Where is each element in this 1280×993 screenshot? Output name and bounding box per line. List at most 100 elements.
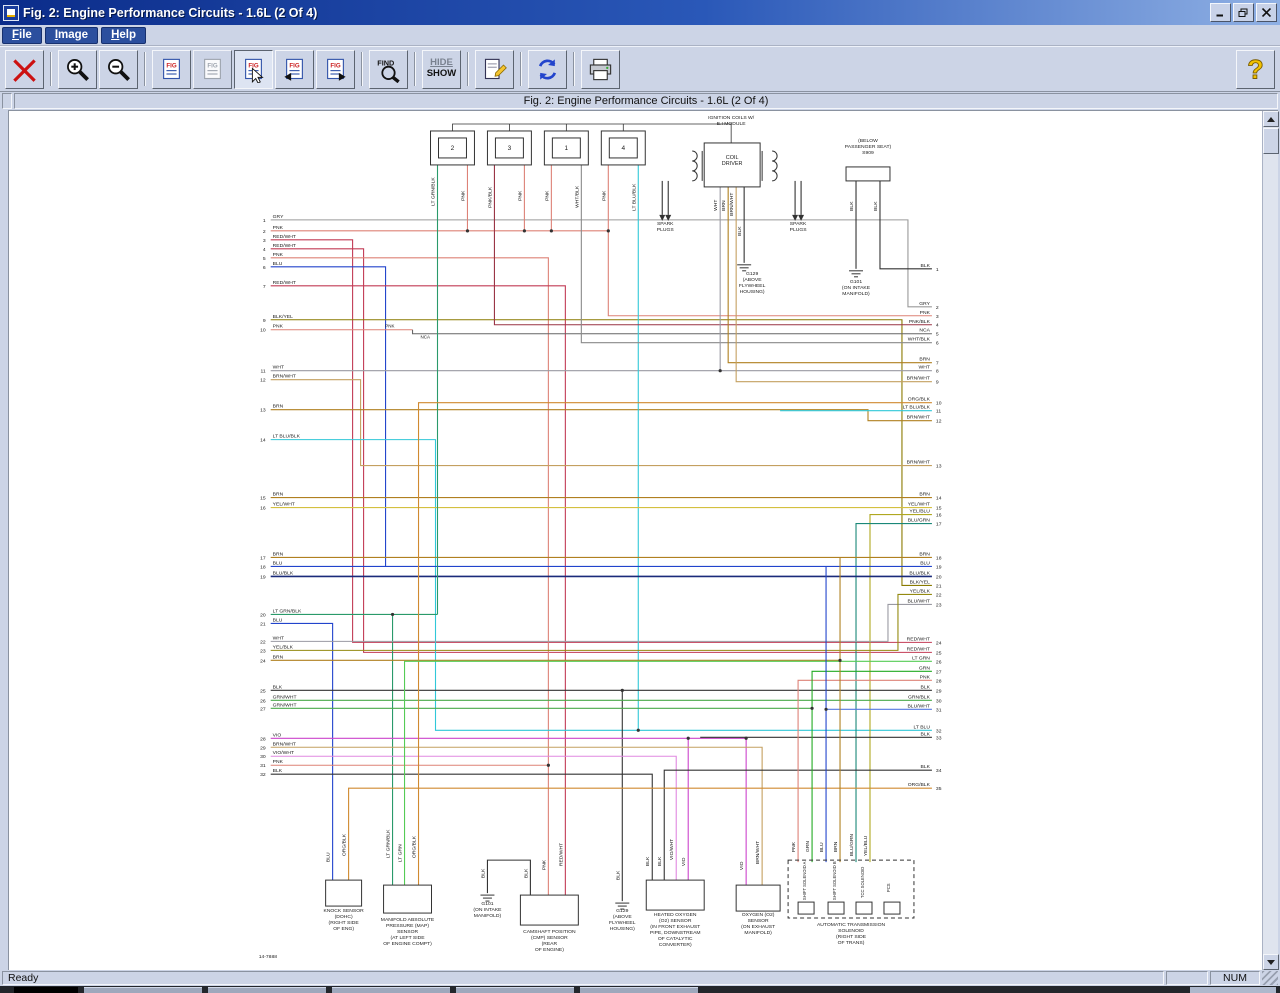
wire-color-label: YEL/WHT — [908, 502, 930, 508]
vertical-scrollbar[interactable] — [1262, 111, 1278, 970]
diagram-text: SHIFT SOLENOID B — [832, 861, 837, 900]
menu-file[interactable]: File — [2, 27, 42, 44]
close-figure-button[interactable] — [5, 50, 44, 89]
wire-color-label: WHT — [273, 365, 284, 371]
pin-number: 27 — [936, 669, 942, 675]
junction-dot — [391, 613, 394, 616]
show-label: SHOW — [427, 69, 457, 80]
previous-figure-button[interactable]: FIG — [275, 50, 314, 89]
wire-color-label: BLU/WHT — [907, 703, 929, 709]
junction-dot — [637, 729, 640, 732]
pin-number: 21 — [936, 583, 942, 589]
pin-number: 17 — [260, 555, 266, 561]
pin-number: 7 — [936, 361, 939, 367]
taskbar-window-button[interactable] — [456, 987, 574, 993]
help-button[interactable]: ? — [1236, 50, 1275, 89]
diagram-text: BLK — [849, 201, 855, 211]
minimize-button[interactable] — [1210, 3, 1231, 22]
pin-number: 28 — [260, 736, 266, 742]
find-button[interactable]: FIND — [369, 50, 408, 89]
close-button[interactable] — [1256, 3, 1277, 22]
menu-help[interactable]: Help — [101, 27, 146, 44]
taskbar-window-button[interactable] — [580, 987, 698, 993]
fig-icon: FIG — [158, 56, 185, 83]
pin-number: 22 — [260, 639, 266, 645]
restore-button[interactable] — [1233, 3, 1254, 22]
transformer-coil-icon — [692, 151, 697, 181]
pin-number: 12 — [936, 419, 942, 425]
pin-number: 13 — [260, 408, 266, 414]
wire-color-label: GRN/WHT — [273, 702, 297, 708]
pin-number: 33 — [936, 735, 942, 741]
wire-pnk-blk — [494, 165, 931, 325]
taskbar-start-button[interactable] — [14, 987, 78, 993]
toolbar-separator — [144, 52, 146, 86]
pin-number: 11 — [936, 409, 941, 415]
coil-number: 3 — [508, 145, 512, 152]
menu-image[interactable]: Image — [45, 27, 98, 44]
window-title: Fig. 2: Engine Performance Circuits - 1.… — [23, 6, 1208, 20]
diagram-text: LT BLU/BLK — [631, 183, 637, 211]
pin-number: 17 — [936, 522, 942, 528]
wire-blk — [452, 124, 731, 143]
toolbar: FIGFIGFIGFIGFIGFINDHIDESHOW? — [0, 46, 1280, 92]
refresh-button[interactable] — [528, 50, 567, 89]
wire-blk — [880, 181, 932, 269]
scroll-up-button[interactable] — [1263, 111, 1279, 127]
caption-left-cell — [2, 93, 12, 109]
zoom-out-button[interactable] — [99, 50, 138, 89]
taskbar-window-button[interactable] — [208, 987, 326, 993]
pin-number: 29 — [936, 688, 942, 694]
menu-bar: FileImageHelp — [0, 25, 1280, 46]
diagram-text: ORG/BLK — [342, 833, 348, 856]
wire-color-label: LT BLU/BLK — [273, 434, 301, 440]
next-figure-button[interactable]: FIG — [316, 50, 355, 89]
pin-number: 5 — [936, 332, 939, 338]
diagram-text: BLU — [326, 852, 332, 862]
wire-color-label: BRN — [273, 404, 284, 410]
print-icon — [587, 56, 614, 83]
taskbar-tray[interactable] — [1190, 987, 1276, 993]
wire-color-label: BRN/WHT — [273, 741, 296, 747]
diagram-text: BLU/GRN — [849, 834, 855, 857]
diagram-text: KNOCK SENSOR(DOHC)(RIGHT SIDEOF ENG) — [324, 908, 365, 932]
wire-color-label: BLK — [921, 684, 931, 690]
diagram-text: RED/WHT — [558, 843, 564, 866]
close-icon — [1261, 8, 1272, 17]
taskbar-sliver — [0, 986, 1280, 993]
diagram-text: BLK — [480, 868, 486, 878]
taskbar-window-button[interactable] — [84, 987, 202, 993]
fig-icon: FIG — [281, 56, 308, 83]
pin-number: 16 — [260, 506, 266, 512]
pin-number: 30 — [260, 754, 266, 760]
print-button[interactable] — [581, 50, 620, 89]
diagram-text: BRN — [833, 841, 839, 852]
diagram-text: PNK — [544, 190, 550, 201]
annotate-button[interactable] — [475, 50, 514, 89]
pin-number: 21 — [260, 621, 266, 627]
diagram-text: PNK/BLK — [487, 186, 493, 208]
diagram-text: LT GRN/BLK — [431, 177, 437, 206]
scroll-down-button[interactable] — [1263, 954, 1279, 970]
pin-number: 10 — [936, 401, 942, 407]
resize-grip[interactable] — [1262, 971, 1278, 985]
pin-number: 23 — [936, 602, 942, 608]
scrollbar-thumb[interactable] — [1263, 128, 1279, 154]
wire-color-label: PNK — [273, 252, 284, 258]
pin-number: 9 — [936, 380, 939, 386]
diagram-text: (BELOWPASSENGER SEAT)S909 — [845, 138, 892, 156]
wire-color-label: YEL/BLK — [273, 644, 294, 650]
diagram-text: BRN — [721, 200, 727, 211]
coil-number: 1 — [565, 145, 569, 152]
figure-full-view-button[interactable]: FIG — [152, 50, 191, 89]
figure-pan-button[interactable]: FIG — [234, 50, 273, 89]
diagram-text: PNK — [460, 190, 466, 201]
hide-show-highlights-button[interactable]: HIDESHOW — [422, 50, 461, 89]
wire-color-label: BRN — [919, 551, 930, 557]
diagram-text: AUTOMATIC TRANSMISSIONSOLENOID(RIGHT SID… — [817, 922, 886, 946]
zoom-in-button[interactable] — [58, 50, 97, 89]
svg-text:FIG: FIG — [330, 62, 340, 69]
pin-number: 19 — [936, 564, 942, 570]
taskbar-window-button[interactable] — [332, 987, 450, 993]
app-icon[interactable] — [3, 5, 19, 21]
